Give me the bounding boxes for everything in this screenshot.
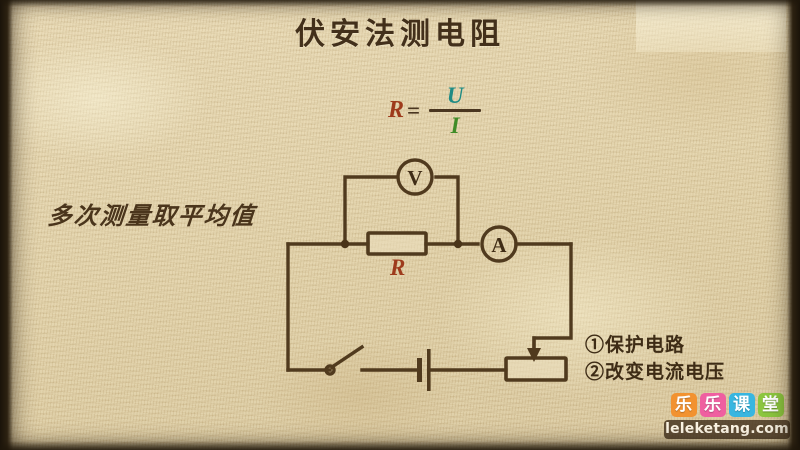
switch-symbol (324, 344, 365, 376)
logo-tile-3: 课 (728, 393, 755, 417)
note-rheostat-purpose-1: ①保护电路 (585, 334, 686, 356)
circuit-loop-wires (286, 242, 573, 372)
junction-dot-right (453, 239, 463, 249)
resistor-symbol (366, 231, 428, 256)
ammeter-branch: A (480, 225, 573, 263)
junction-dot-left (340, 239, 350, 249)
battery-short-plate (417, 358, 422, 382)
battery-symbol (417, 349, 431, 391)
bottom-edge-shadow (0, 441, 800, 450)
voltmeter-branch: V (343, 158, 460, 246)
rheostat-body (504, 356, 568, 382)
right-edge-shadow (787, 0, 800, 450)
formula-lhs: R (388, 97, 405, 123)
formula-numerator: U (446, 83, 464, 108)
top-edge-shadow (0, 0, 800, 7)
note-average-measurements: 多次测量取平均值 (46, 201, 258, 230)
resistor-label: R (390, 255, 406, 280)
formula-fraction: U I (429, 83, 482, 138)
ammeter-symbol (480, 225, 518, 263)
formula-equals-sign: = (407, 97, 421, 123)
note-rheostat-purpose-2: ②改变电流电压 (585, 360, 726, 383)
formula-denominator: I (450, 113, 460, 138)
logo-domain-text: leleketang.com (664, 420, 790, 439)
logo-tile-1: 乐 (670, 393, 697, 417)
logo-tile-4: 堂 (757, 393, 784, 417)
site-logo-watermark: 乐 乐 课 堂 leleketang.com (664, 393, 790, 439)
left-edge-shadow (0, 0, 13, 450)
logo-tiles: 乐 乐 课 堂 (664, 393, 790, 417)
logo-tile-2: 乐 (699, 393, 726, 417)
note-rheostat-purposes: ①保护电路 ②改变电流电压 (585, 332, 725, 386)
voltmeter-label: V (407, 166, 422, 190)
ammeter-label: A (491, 233, 507, 257)
resistor-branch (286, 231, 480, 256)
formula-fraction-bar (429, 109, 482, 112)
rheostat-symbol (504, 336, 568, 382)
battery-long-plate (427, 349, 431, 391)
voltmeter-symbol (396, 158, 434, 196)
rheostat-slider-arrow (527, 348, 541, 362)
formula-r-equals-u-over-i: R = U I (388, 83, 482, 138)
page-title: 伏安法测电阻 (295, 17, 505, 52)
